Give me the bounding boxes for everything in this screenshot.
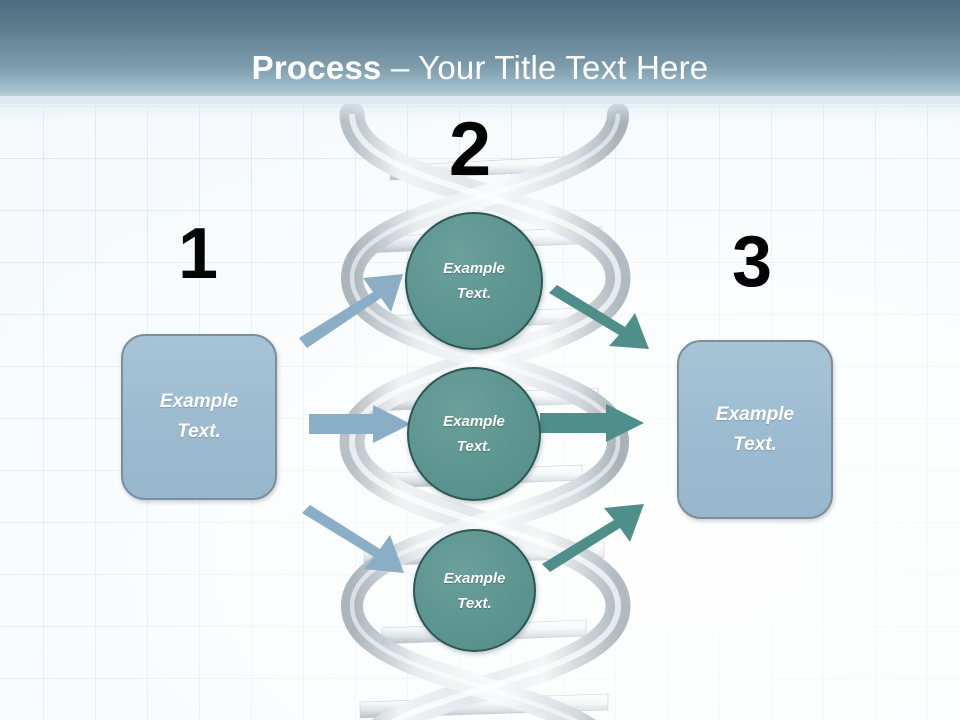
circle-node-top[interactable]: Example Text. — [405, 212, 543, 350]
circle-top-line1: Example — [443, 260, 505, 277]
box-step-1[interactable]: Example Text. — [121, 334, 277, 500]
circle-bottom-line1: Example — [443, 569, 506, 587]
box-right-line1: Example — [715, 403, 795, 425]
arrow-out-mid — [540, 404, 644, 442]
arrow-in-top — [299, 274, 403, 348]
step-number-2: 2 — [448, 107, 492, 192]
page-title-strong: Process — [251, 49, 382, 86]
title-banner — [0, 0, 960, 104]
box-right-line2: Text. — [733, 433, 777, 455]
circle-bottom-line2: Text. — [457, 594, 492, 612]
arrow-in-bottom — [302, 505, 404, 573]
box-left-line2: Text. — [177, 421, 221, 442]
box-left-line1: Example — [159, 391, 239, 412]
page-title: Process – Your Title Text Here — [0, 48, 960, 88]
step-number-1: 1 — [177, 214, 219, 294]
arrow-in-mid — [309, 405, 411, 443]
circle-node-bottom[interactable]: Example Text. — [413, 529, 536, 652]
arrow-out-top — [549, 285, 649, 349]
page-title-light: – Your Title Text Here — [381, 49, 709, 86]
arrow-out-bottom — [542, 504, 644, 572]
box-step-3[interactable]: Example Text. — [677, 340, 833, 519]
step-number-3: 3 — [731, 222, 773, 302]
circle-mid-line2: Text. — [456, 438, 492, 455]
circle-node-middle[interactable]: Example Text. — [407, 367, 541, 501]
circle-top-line2: Text. — [456, 285, 492, 302]
circle-mid-line1: Example — [443, 413, 505, 430]
